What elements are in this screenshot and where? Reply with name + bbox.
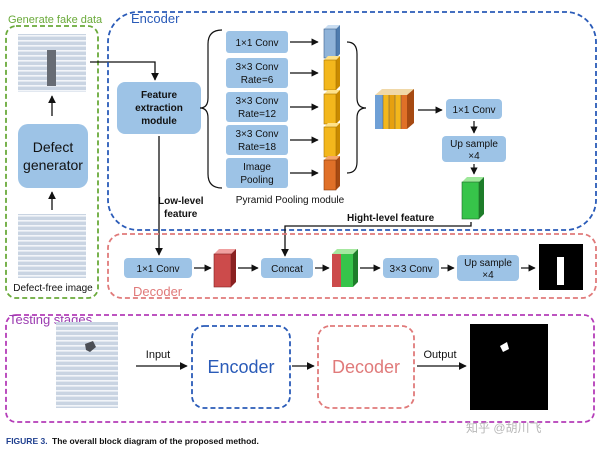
testing-encoder-box: Encoder	[191, 325, 291, 409]
caption-label: FIGURE 3.	[6, 436, 48, 446]
watermark: 知乎 @胡川飞	[466, 421, 542, 435]
encoder-conv1-box: 1×1 Conv	[446, 99, 502, 119]
cuboid-yellow-2	[323, 90, 340, 125]
pyramid-label-4b: Pooling	[240, 175, 273, 186]
encoder-panel: Encoder Feature extraction module 1×1 Co…	[107, 11, 597, 231]
defect-generator-box: Defect generator	[18, 124, 88, 188]
figure-caption: FIGURE 3. The overall block diagram of t…	[6, 436, 259, 446]
defect-generator-line2: generator	[23, 157, 83, 173]
feature-module-line2: extraction	[135, 103, 183, 114]
pyramid-label-4a: Image	[243, 162, 271, 173]
testing-decoder-label: Decoder	[332, 357, 400, 377]
encoder-upsample-line2: ×4	[468, 151, 480, 162]
generate-fake-data-title: Generate fake data	[8, 14, 103, 26]
cuboid-blue	[323, 25, 340, 59]
concat-box: Concat	[261, 258, 313, 278]
pyramid-box-0: 1×1 Conv	[226, 31, 288, 53]
decoder-conv1-box: 1×1 Conv	[124, 258, 192, 278]
decoder-upsample-box: Up sample ×4	[457, 255, 519, 281]
concat-label: Concat	[271, 264, 303, 275]
caption-text: The overall block diagram of the propose…	[52, 436, 259, 446]
pyramid-label-2a: 3×3 Conv	[235, 96, 278, 107]
testing-panel: Testing stages Input Encoder Decoder Out…	[5, 312, 595, 423]
pyramid-label-2b: Rate=12	[238, 109, 277, 120]
cuboid-yellow-1	[323, 56, 340, 91]
pyramid-label-0: 1×1 Conv	[235, 38, 278, 49]
cuboid-yellow-3	[323, 123, 340, 158]
pyramid-label-1a: 3×3 Conv	[235, 62, 278, 73]
feature-extraction-box: Feature extraction module	[117, 82, 201, 134]
decoder-title: Decoder	[133, 284, 183, 299]
encoder-output-cuboid	[461, 177, 484, 220]
low-level-line2: feature	[164, 209, 198, 220]
encoder-title: Encoder	[131, 11, 180, 26]
decoder-upsample-line2: ×4	[482, 270, 494, 281]
pyramid-label-3b: Rate=18	[238, 142, 277, 153]
pyramid-box-4: Image Pooling	[226, 158, 288, 188]
pyramid-box-2: 3×3 Conv Rate=12	[226, 92, 288, 122]
encoder-upsample-line1: Up sample	[450, 139, 498, 150]
encoder-upsample-box: Up sample ×4	[442, 136, 506, 162]
testing-encoder-label: Encoder	[207, 357, 274, 377]
encoder-conv1-label: 1×1 Conv	[452, 105, 495, 116]
decoder-panel: Decoder 1×1 Conv Concat 3×3 Conv	[107, 233, 597, 299]
pyramid-label-3a: 3×3 Conv	[235, 129, 278, 140]
decoder-red-cuboid	[213, 249, 236, 288]
defect-free-image	[18, 214, 86, 278]
decoder-conv1-label: 1×1 Conv	[136, 264, 179, 275]
decoder-conv3-box: 3×3 Conv	[383, 258, 439, 278]
output-label: Output	[423, 349, 456, 361]
decoder-concat-cuboid	[332, 249, 358, 287]
defect-image	[18, 34, 86, 92]
pyramid-box-1: 3×3 Conv Rate=6	[226, 58, 288, 88]
testing-decoder-box: Decoder	[317, 325, 415, 409]
pyramid-box-3: 3×3 Conv Rate=18	[226, 125, 288, 155]
generate-fake-data-panel: Generate fake data Defect generator Defe…	[5, 14, 103, 299]
pyramid-pooling-label: Pyramid Pooling module	[236, 195, 345, 206]
decoder-upsample-line1: Up sample	[464, 258, 512, 269]
defect-generator-line1: Defect	[33, 139, 74, 155]
cuboid-orange	[323, 156, 340, 191]
concat-stack	[375, 89, 414, 129]
defect-free-label: Defect-free image	[13, 283, 93, 294]
feature-module-line1: Feature	[141, 90, 178, 101]
feature-module-line3: module	[141, 116, 177, 127]
input-label: Input	[146, 349, 170, 361]
decoder-conv3-label: 3×3 Conv	[389, 264, 432, 275]
low-level-line1: Low-level	[158, 196, 204, 207]
decoder-output-mask	[539, 244, 583, 290]
pyramid-label-1b: Rate=6	[241, 75, 274, 86]
testing-input-image	[56, 322, 118, 408]
high-level-label: Hight-level feature	[347, 213, 435, 224]
testing-output-mask	[470, 324, 548, 410]
